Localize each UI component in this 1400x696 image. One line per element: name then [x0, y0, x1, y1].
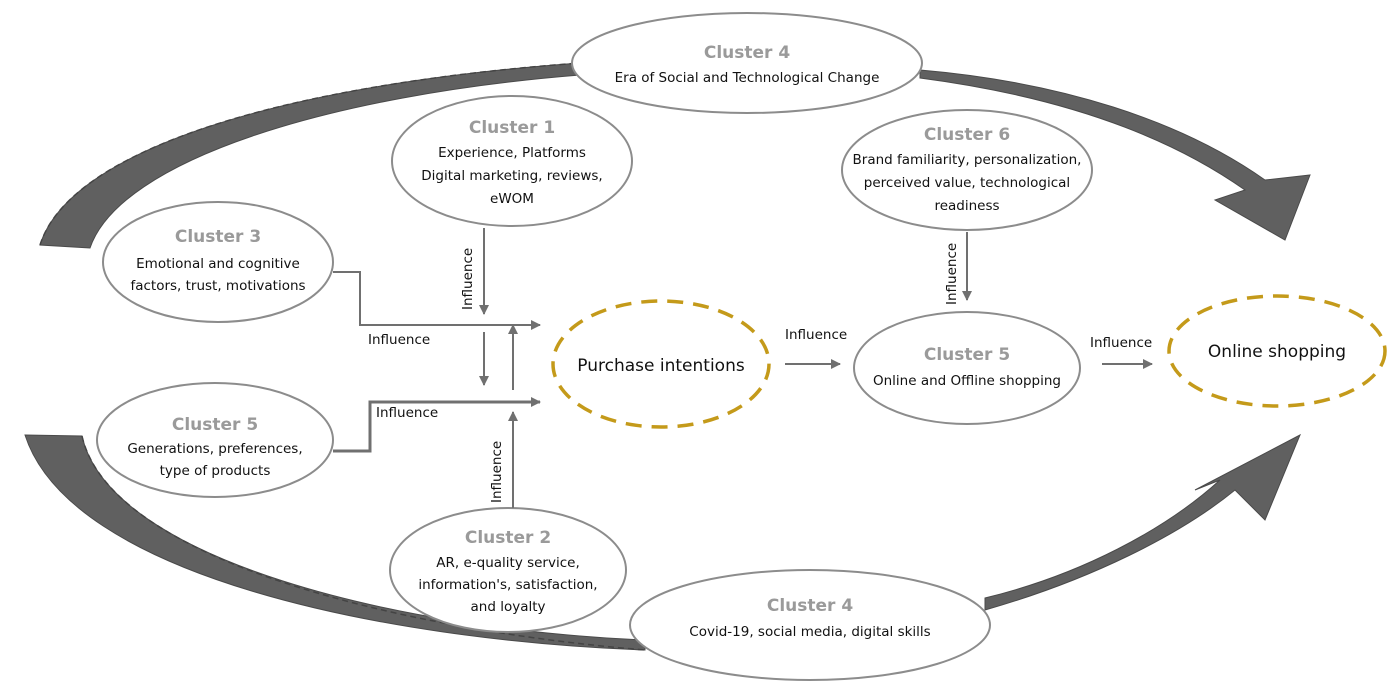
cluster6-line1: Brand familiarity, personalization, [853, 152, 1082, 168]
cluster5-mid-title: Cluster 5 [924, 345, 1010, 365]
cluster3-line2: factors, trust, motivations [130, 278, 305, 294]
bottom-cluster4-node: Cluster 4 Covid-19, social media, digita… [629, 569, 991, 681]
cluster5-left-node: Cluster 5 Generations, preferences, type… [96, 382, 334, 498]
influence-label-c2: Influence [489, 441, 505, 503]
influence-label-c3: Influence [368, 332, 430, 348]
cluster1-line2: Digital marketing, reviews, [421, 168, 602, 184]
cluster1-title: Cluster 1 [469, 118, 555, 138]
cluster6-line2: perceived value, technological [864, 175, 1070, 191]
top-cluster4-line1: Era of Social and Technological Change [615, 70, 880, 86]
arrow-c5-to-purchase [333, 397, 541, 453]
influence-label-purchase-to-c5: Influence [785, 327, 847, 343]
influence-label-c5-to-online: Influence [1090, 335, 1152, 351]
cluster2-title: Cluster 2 [465, 528, 551, 548]
top-cycle-band [39, 62, 1311, 249]
influence-label-c1: Influence [460, 248, 476, 310]
purchase-intentions-node: Purchase intentions [551, 299, 771, 429]
cluster5-mid-line1: Online and Offline shopping [873, 373, 1061, 389]
purchase-intentions-label: Purchase intentions [577, 356, 745, 376]
top-cluster4-title: Cluster 4 [704, 43, 790, 63]
cluster2-line1: AR, e-quality service, [436, 555, 580, 571]
online-shopping-label: Online shopping [1208, 342, 1346, 362]
influence-label-c6: Influence [944, 243, 960, 305]
influence-arrows [333, 228, 1153, 508]
cluster6-title: Cluster 6 [924, 125, 1010, 145]
cluster3-title: Cluster 3 [175, 227, 261, 247]
cluster5-mid-node: Cluster 5 Online and Offline shopping [853, 311, 1081, 425]
arrow-c3-to-purchase [333, 271, 541, 330]
influence-label-c5: Influence [376, 405, 438, 421]
cluster3-line1: Emotional and cognitive [136, 256, 300, 272]
cluster2-node: Cluster 2 AR, e-quality service, informa… [389, 507, 627, 633]
cluster3-node: Cluster 3 Emotional and cognitive factor… [102, 201, 334, 323]
bottom-cluster4-line1: Covid-19, social media, digital skills [689, 624, 930, 640]
cluster2-line3: and loyalty [471, 599, 546, 615]
top-cluster4-node: Cluster 4 Era of Social and Technologica… [571, 12, 923, 114]
cluster6-line3: readiness [934, 198, 999, 214]
cluster1-line1: Experience, Platforms [438, 145, 586, 161]
cluster1-node: Cluster 1 Experience, Platforms Digital … [391, 95, 633, 227]
online-shopping-node: Online shopping [1167, 294, 1387, 408]
cluster5-left-line2: type of products [160, 463, 271, 479]
cluster1-line3: eWOM [490, 191, 534, 207]
bottom-cluster4-title: Cluster 4 [767, 596, 853, 616]
cluster5-left-line1: Generations, preferences, [127, 441, 302, 457]
cluster2-line2: information's, satisfaction, [418, 577, 597, 593]
cluster5-left-title: Cluster 5 [172, 415, 258, 435]
cluster6-node: Cluster 6 Brand familiarity, personaliza… [841, 109, 1093, 231]
